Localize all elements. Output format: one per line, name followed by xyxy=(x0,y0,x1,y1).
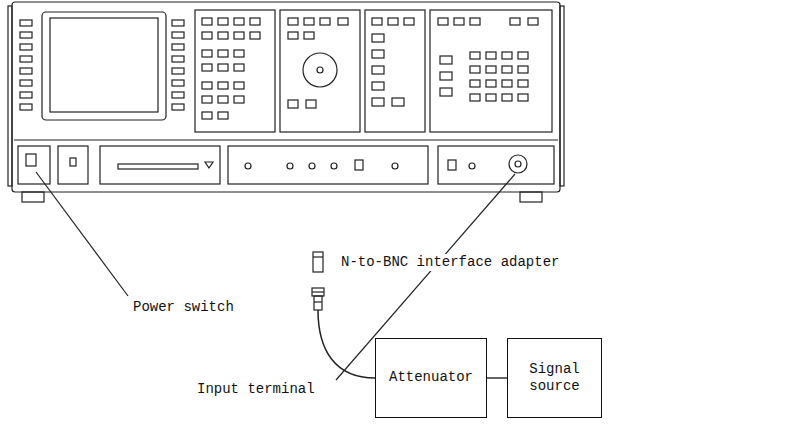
connection-line xyxy=(487,377,507,378)
instrument-box: Attenuator xyxy=(375,338,487,418)
part-label: N-to-BNC interface adapter xyxy=(340,254,560,271)
part-label: Power switch xyxy=(132,299,235,316)
box-label: Attenuator xyxy=(389,369,473,387)
part-label: Input terminal xyxy=(196,381,316,398)
box-label: Signal source xyxy=(514,361,595,396)
instrument-box: Signal source xyxy=(507,338,602,418)
